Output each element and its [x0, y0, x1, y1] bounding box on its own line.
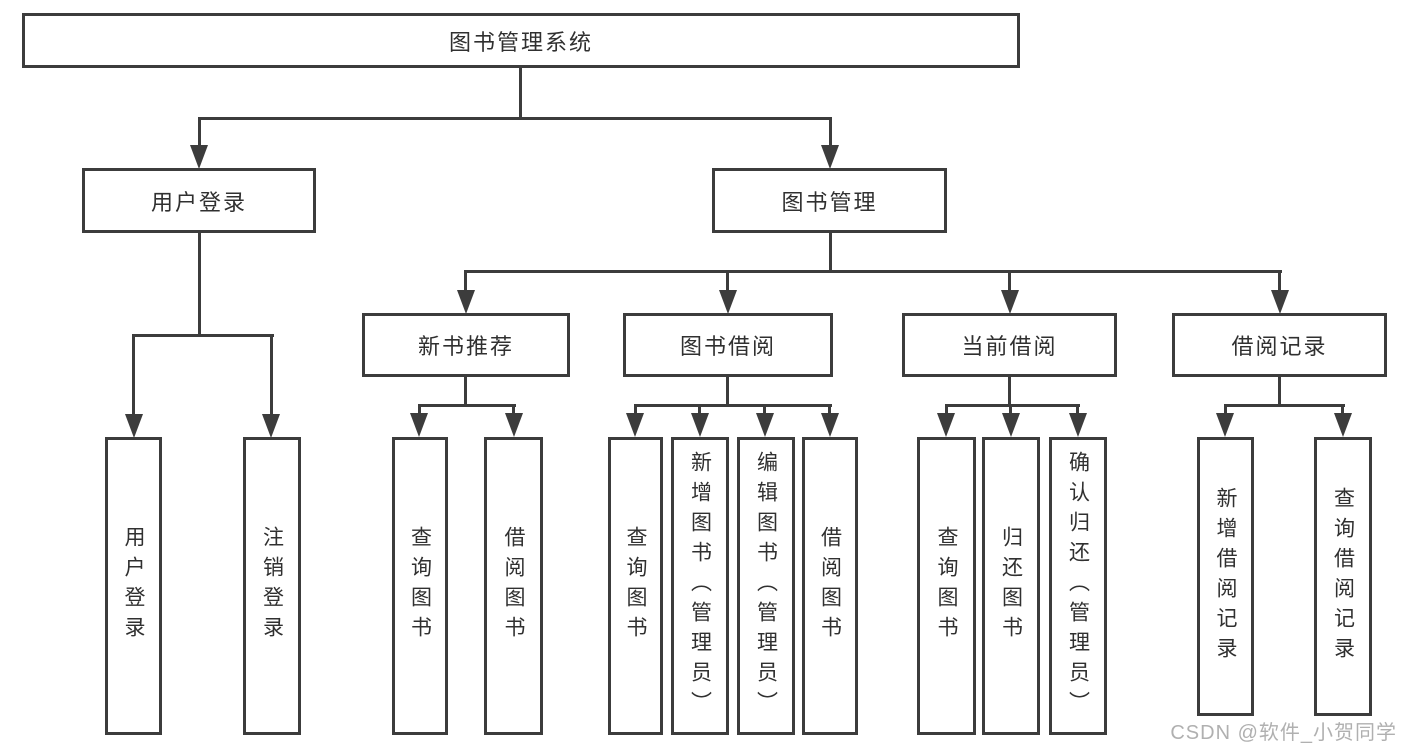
- connector-line: [418, 404, 421, 416]
- connector-line: [634, 404, 832, 407]
- arrow-down-icon: [821, 413, 839, 437]
- leaf-add-books-admin-label: 新增图书（管理员）: [688, 451, 712, 721]
- leaf-query-books-borrowing-label: 查询图书: [624, 526, 647, 646]
- connector-line: [634, 404, 637, 416]
- leaf-add-borrow-record-label: 新增借阅记录: [1214, 486, 1237, 667]
- connector-line: [1224, 404, 1345, 407]
- leaf-edit-books-admin-label: 编辑图书（管理员）: [754, 451, 778, 721]
- connector-line: [1278, 375, 1281, 406]
- leaf-logout-label: 注销登录: [260, 526, 284, 646]
- connector-line: [512, 404, 515, 416]
- leaf-logout: 注销登录: [243, 437, 301, 735]
- node-current-borrowing-label: 当前借阅: [961, 334, 1058, 359]
- connector-line: [828, 404, 831, 416]
- connector-line: [763, 404, 766, 416]
- leaf-return-books-label: 归还图书: [999, 526, 1023, 646]
- connector-line: [1224, 404, 1227, 416]
- arrow-down-icon: [756, 413, 774, 437]
- connector-line: [270, 334, 273, 416]
- connector-line: [1076, 404, 1079, 416]
- arrow-down-icon: [262, 414, 280, 438]
- connector-line: [726, 375, 729, 406]
- watermark: CSDN @软件_小贺同学: [1170, 722, 1397, 744]
- arrow-down-icon: [457, 290, 475, 314]
- leaf-query-books-recommend: 查询图书: [392, 437, 448, 735]
- connector-line: [198, 117, 201, 147]
- leaf-borrow-books-borrowing-label: 借阅图书: [818, 526, 842, 646]
- node-borrowing-records-label: 借阅记录: [1231, 334, 1328, 359]
- leaf-confirm-return-admin-label: 确认归还（管理员）: [1066, 451, 1090, 721]
- connector-line: [945, 404, 948, 416]
- node-borrowing-records: 借阅记录: [1172, 313, 1387, 377]
- node-user-login-branch: 用户登录: [82, 168, 316, 233]
- connector-line: [726, 270, 729, 292]
- connector-line: [1008, 270, 1011, 292]
- connector-line: [198, 231, 201, 337]
- leaf-add-books-admin: 新增图书（管理员）: [671, 437, 729, 735]
- node-root-label: 图书管理系统: [448, 29, 593, 55]
- arrow-down-icon: [821, 145, 839, 169]
- leaf-borrow-books-borrowing: 借阅图书: [802, 437, 858, 735]
- arrow-down-icon: [1334, 413, 1352, 437]
- connector-line: [1278, 270, 1281, 292]
- connector-line: [465, 270, 1282, 273]
- connector-line: [829, 231, 832, 273]
- node-root: 图书管理系统: [22, 13, 1020, 68]
- connector-line: [698, 404, 701, 416]
- connector-line: [519, 66, 522, 120]
- leaf-query-books-borrowing: 查询图书: [608, 437, 663, 735]
- leaf-query-books-recommend-label: 查询图书: [408, 526, 432, 646]
- arrow-down-icon: [125, 414, 143, 438]
- leaf-query-borrow-record-label: 查询借阅记录: [1331, 486, 1355, 667]
- arrow-down-icon: [1271, 290, 1289, 314]
- arrow-down-icon: [719, 290, 737, 314]
- connector-line: [132, 334, 135, 416]
- arrow-down-icon: [1001, 290, 1019, 314]
- connector-line: [132, 334, 274, 337]
- node-current-borrowing: 当前借阅: [902, 313, 1117, 377]
- leaf-user-login: 用户登录: [105, 437, 162, 735]
- connector-line: [1009, 404, 1012, 416]
- arrow-down-icon: [410, 413, 428, 437]
- arrow-down-icon: [626, 413, 644, 437]
- arrow-down-icon: [691, 413, 709, 437]
- node-user-login-branch-label: 用户登录: [150, 189, 247, 215]
- connector-line: [829, 117, 832, 147]
- leaf-confirm-return-admin: 确认归还（管理员）: [1049, 437, 1107, 735]
- node-book-borrowing: 图书借阅: [623, 313, 833, 377]
- connector-line: [464, 270, 467, 292]
- leaf-add-borrow-record: 新增借阅记录: [1197, 437, 1254, 716]
- leaf-query-books-current: 查询图书: [917, 437, 976, 735]
- arrow-down-icon: [937, 413, 955, 437]
- node-new-book-recommend-label: 新书推荐: [417, 334, 514, 359]
- leaf-query-borrow-record: 查询借阅记录: [1314, 437, 1372, 716]
- arrow-down-icon: [1002, 413, 1020, 437]
- node-new-book-recommend: 新书推荐: [362, 313, 570, 377]
- connector-line: [1008, 375, 1011, 406]
- connector-line: [945, 404, 1080, 407]
- arrow-down-icon: [190, 145, 208, 169]
- leaf-user-login-label: 用户登录: [122, 526, 145, 646]
- connector-line: [198, 117, 832, 120]
- connector-line: [464, 375, 467, 406]
- leaf-query-books-current-label: 查询图书: [935, 526, 958, 646]
- leaf-edit-books-admin: 编辑图书（管理员）: [737, 437, 795, 735]
- arrow-down-icon: [1069, 413, 1087, 437]
- connector-line: [418, 404, 516, 407]
- leaf-return-books: 归还图书: [982, 437, 1040, 735]
- node-book-management: 图书管理: [712, 168, 947, 233]
- node-book-management-label: 图书管理: [781, 189, 878, 215]
- arrow-down-icon: [1216, 413, 1234, 437]
- connector-line: [1341, 404, 1344, 416]
- leaf-borrow-books-recommend: 借阅图书: [484, 437, 543, 735]
- arrow-down-icon: [505, 413, 523, 437]
- leaf-borrow-books-recommend-label: 借阅图书: [502, 526, 525, 646]
- node-book-borrowing-label: 图书借阅: [679, 334, 776, 359]
